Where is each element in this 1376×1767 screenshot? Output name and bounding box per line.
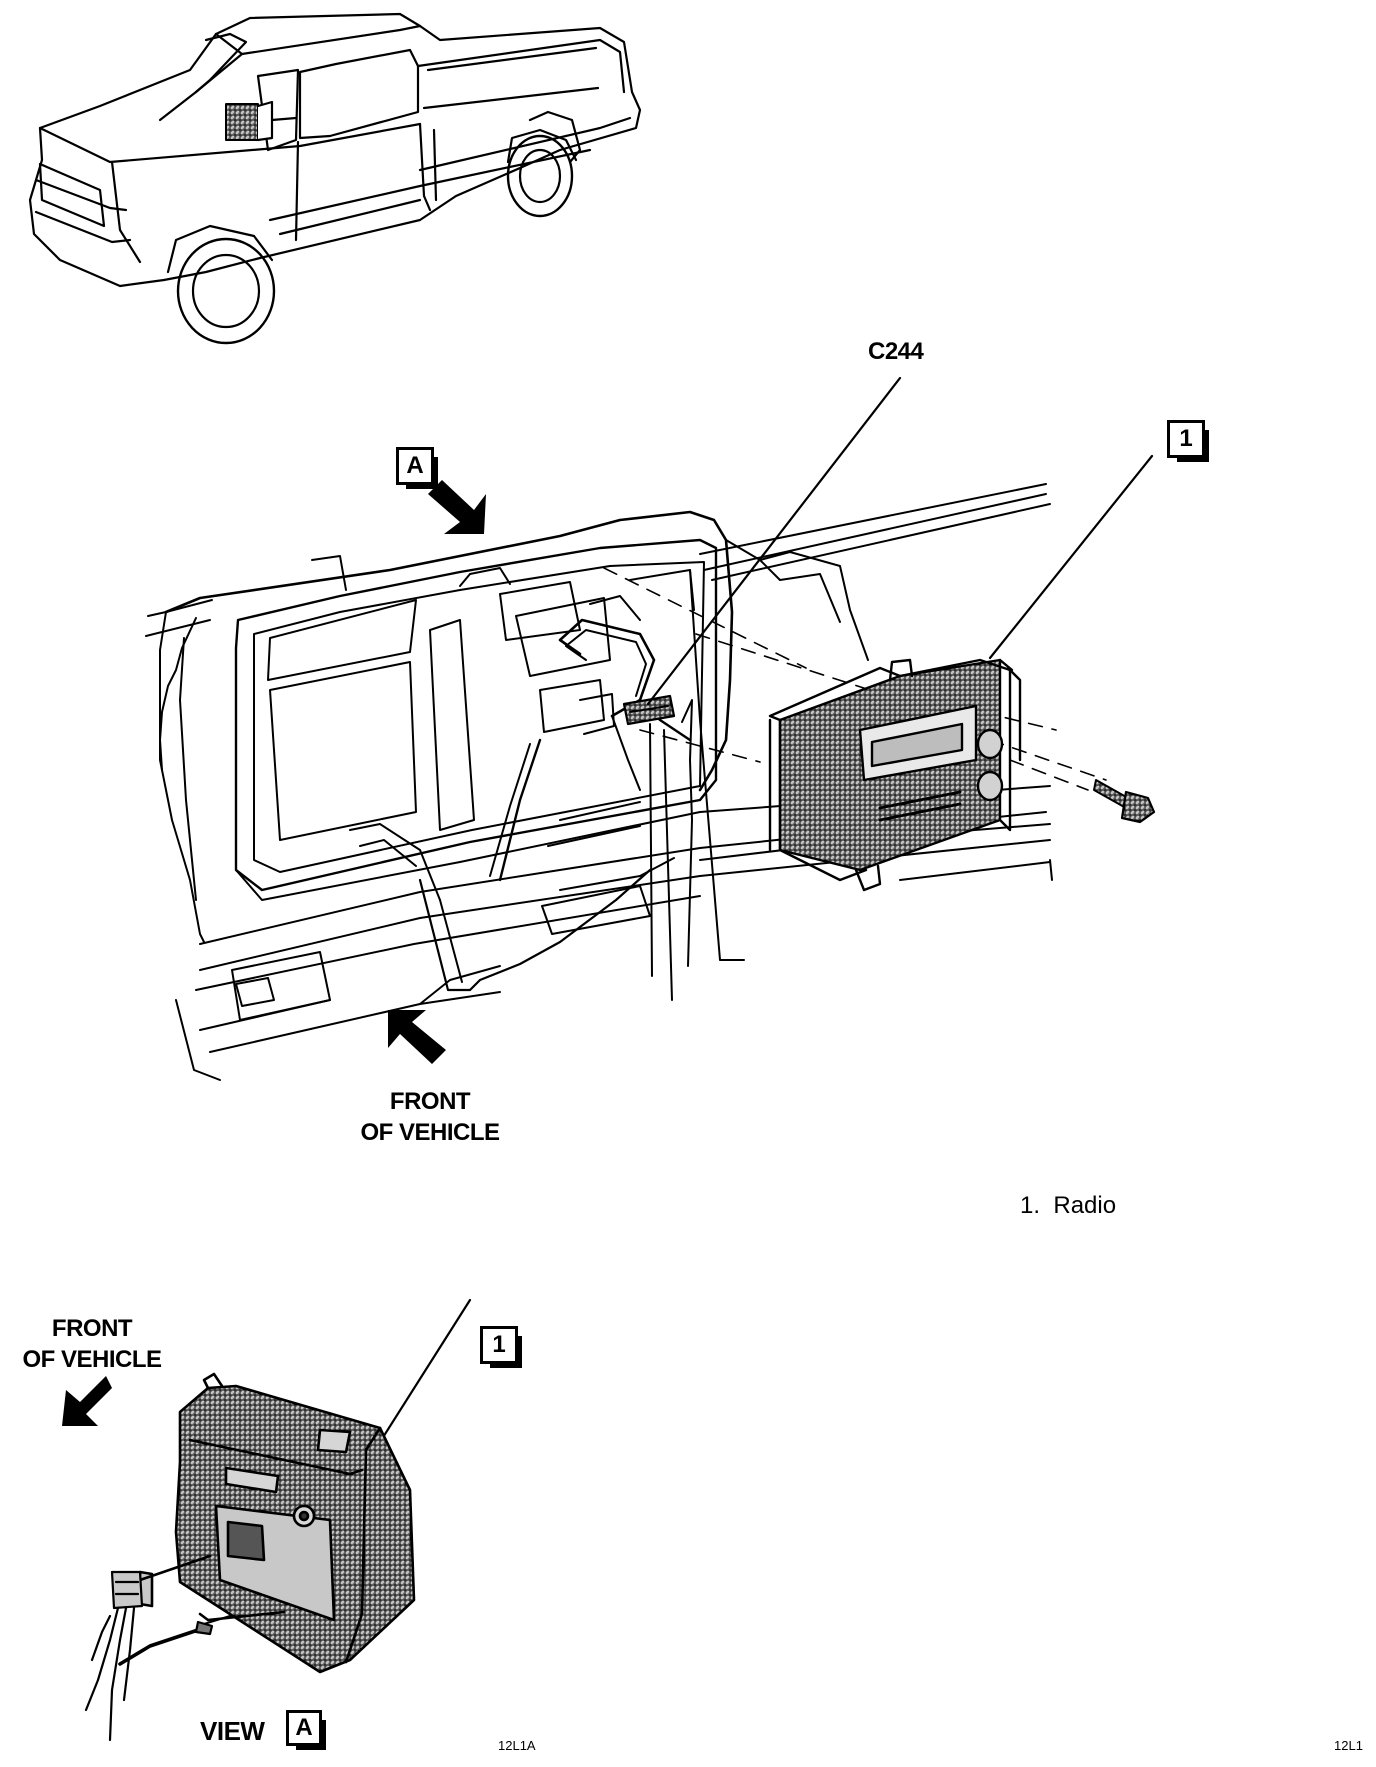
view-label: VIEW bbox=[200, 1716, 265, 1746]
legend-text: Radio bbox=[1053, 1192, 1117, 1219]
front-of-vehicle-lower-line1: FRONT bbox=[51, 1315, 133, 1342]
legend-item-radio: 1. Radio bbox=[1020, 1192, 1116, 1220]
front-of-vehicle-upper-line1: FRONT bbox=[389, 1088, 471, 1115]
radio-unit bbox=[768, 658, 1022, 892]
legend-number: 1. bbox=[1020, 1192, 1041, 1219]
arrow-front-lower-icon bbox=[62, 1376, 112, 1426]
callout-1-lower: 1 bbox=[480, 1326, 522, 1368]
arrow-front-upper-icon bbox=[388, 1010, 446, 1064]
callout-1-upper-text: 1 bbox=[1179, 425, 1193, 452]
callout-a-upper: A bbox=[396, 447, 438, 489]
figure-code-right: 12L1 bbox=[1334, 1738, 1363, 1753]
front-of-vehicle-lower-line2: OF VEHICLE bbox=[22, 1346, 162, 1373]
arrow-view-a-icon bbox=[428, 480, 486, 534]
mounting-screw bbox=[1093, 779, 1156, 824]
front-of-vehicle-upper-line2: OF VEHICLE bbox=[360, 1119, 500, 1146]
view-ref-box: A bbox=[286, 1710, 326, 1750]
radio-rear-view bbox=[138, 1372, 416, 1674]
connector-c244-label: C244 bbox=[868, 338, 924, 365]
radio-location-marker bbox=[225, 103, 259, 141]
instrument-panel-illustration bbox=[145, 483, 1156, 1081]
view-ref-text: A bbox=[295, 1714, 313, 1741]
direction-arrows bbox=[62, 480, 486, 1426]
pickup-truck-illustration bbox=[28, 12, 642, 345]
figure-code-left: 12L1A bbox=[498, 1738, 536, 1753]
leader-lines bbox=[378, 376, 1154, 1444]
callout-1-upper: 1 bbox=[1167, 420, 1209, 462]
front-of-vehicle-upper: FRONT OF VEHICLE bbox=[320, 1086, 540, 1148]
harness-plug-and-antenna bbox=[84, 1570, 231, 1742]
front-of-vehicle-lower: FRONT OF VEHICLE bbox=[0, 1313, 184, 1375]
callout-a-upper-text: A bbox=[406, 452, 424, 479]
callout-1-lower-text: 1 bbox=[492, 1331, 506, 1358]
